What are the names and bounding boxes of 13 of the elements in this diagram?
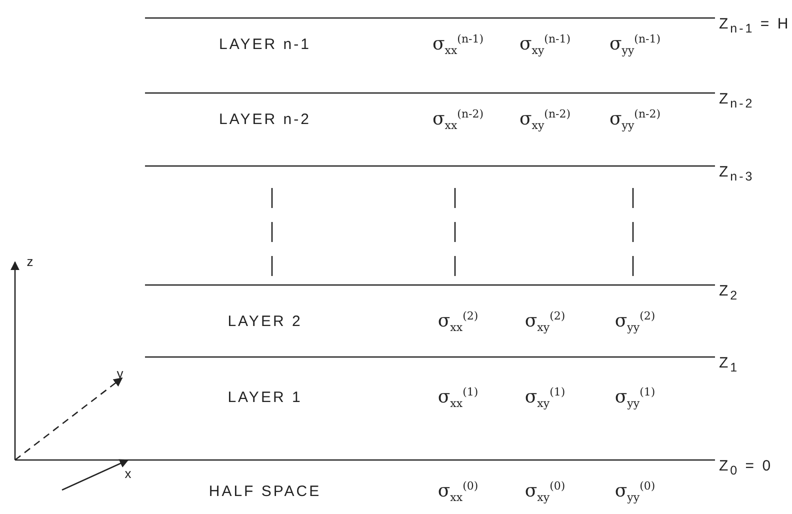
- interface-depth-label: Z$_{n-1}$ = H: [719, 16, 790, 36]
- interface-depth-label: Z$_{1}$: [719, 354, 740, 376]
- interface-depth-label: Z$_{2}$: [719, 282, 740, 304]
- interface-depth-label: Z$_{n-2}$: [719, 90, 754, 112]
- axis-label: z: [26, 254, 34, 270]
- interface-depth-label: Z$_{n-3}$: [719, 164, 754, 184]
- layer-label: LAYER 2: [228, 313, 302, 331]
- layer-label: LAYER n-2: [219, 111, 311, 129]
- layer-label: HALF SPACE: [208, 483, 322, 501]
- axis-label: x: [124, 466, 132, 482]
- layer-label: LAYER n-1: [219, 36, 311, 54]
- interface-depth-label: Z$_{0}$ = 0: [719, 458, 773, 478]
- layer-label: LAYER 1: [228, 389, 302, 407]
